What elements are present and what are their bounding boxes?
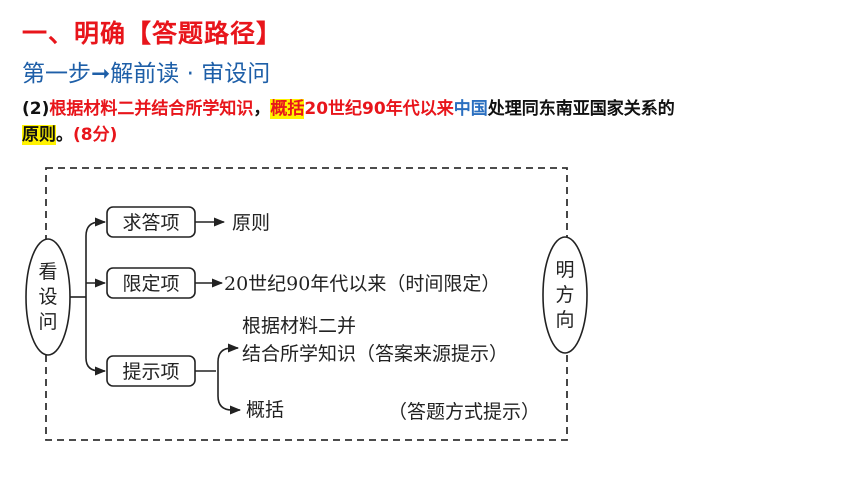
item-label-limit: 限定项 — [122, 273, 179, 295]
question-part-summarize: 概括 — [270, 99, 305, 119]
question-part-relations: 处理同东南亚国家关系的 — [487, 99, 675, 119]
hint-line-3: 概括 — [246, 399, 284, 421]
left-oval-char-3: 问 — [38, 311, 57, 333]
right-oval-char-1: 明 — [555, 259, 574, 281]
question-score: (8分) — [73, 125, 118, 145]
question-period: 。 — [56, 125, 73, 145]
question-part-time: 20世纪90年代以来 — [304, 99, 454, 119]
question-part-principle: 原则 — [22, 125, 56, 145]
step-subtitle: 第一步➞解前读 · 审设问 — [22, 61, 271, 87]
question-text: (2)根据材料二并结合所学知识，概括20世纪90年代以来中国处理同东南亚国家关系… — [22, 96, 842, 148]
section-heading: 一、明确【答题路径】 — [22, 19, 283, 48]
right-oval-char-3: 向 — [555, 309, 574, 331]
left-oval-char-1: 看 — [38, 261, 57, 283]
question-comma: ， — [253, 99, 271, 119]
hint-bracket — [217, 347, 233, 411]
question-number: (2) — [22, 99, 50, 119]
right-oval — [542, 236, 588, 354]
question-part-material: 根据材料二并结合所学知识 — [49, 99, 254, 119]
item-label-hint: 提示项 — [122, 361, 179, 383]
content-ask: 原则 — [232, 212, 270, 234]
hint-line-1: 根据材料二并 — [242, 315, 356, 337]
hint-line-2: 结合所学知识（答案来源提示） — [242, 343, 508, 365]
right-oval-char-2: 方 — [555, 284, 574, 306]
main-bracket-curve — [85, 221, 101, 372]
content-limit: 20世纪90年代以来（时间限定） — [224, 273, 500, 295]
question-part-china: 中国 — [453, 99, 488, 119]
hint-line-3-note: （答题方式提示） — [388, 401, 540, 423]
item-label-ask: 求答项 — [122, 212, 179, 234]
left-oval-char-2: 设 — [38, 286, 57, 308]
